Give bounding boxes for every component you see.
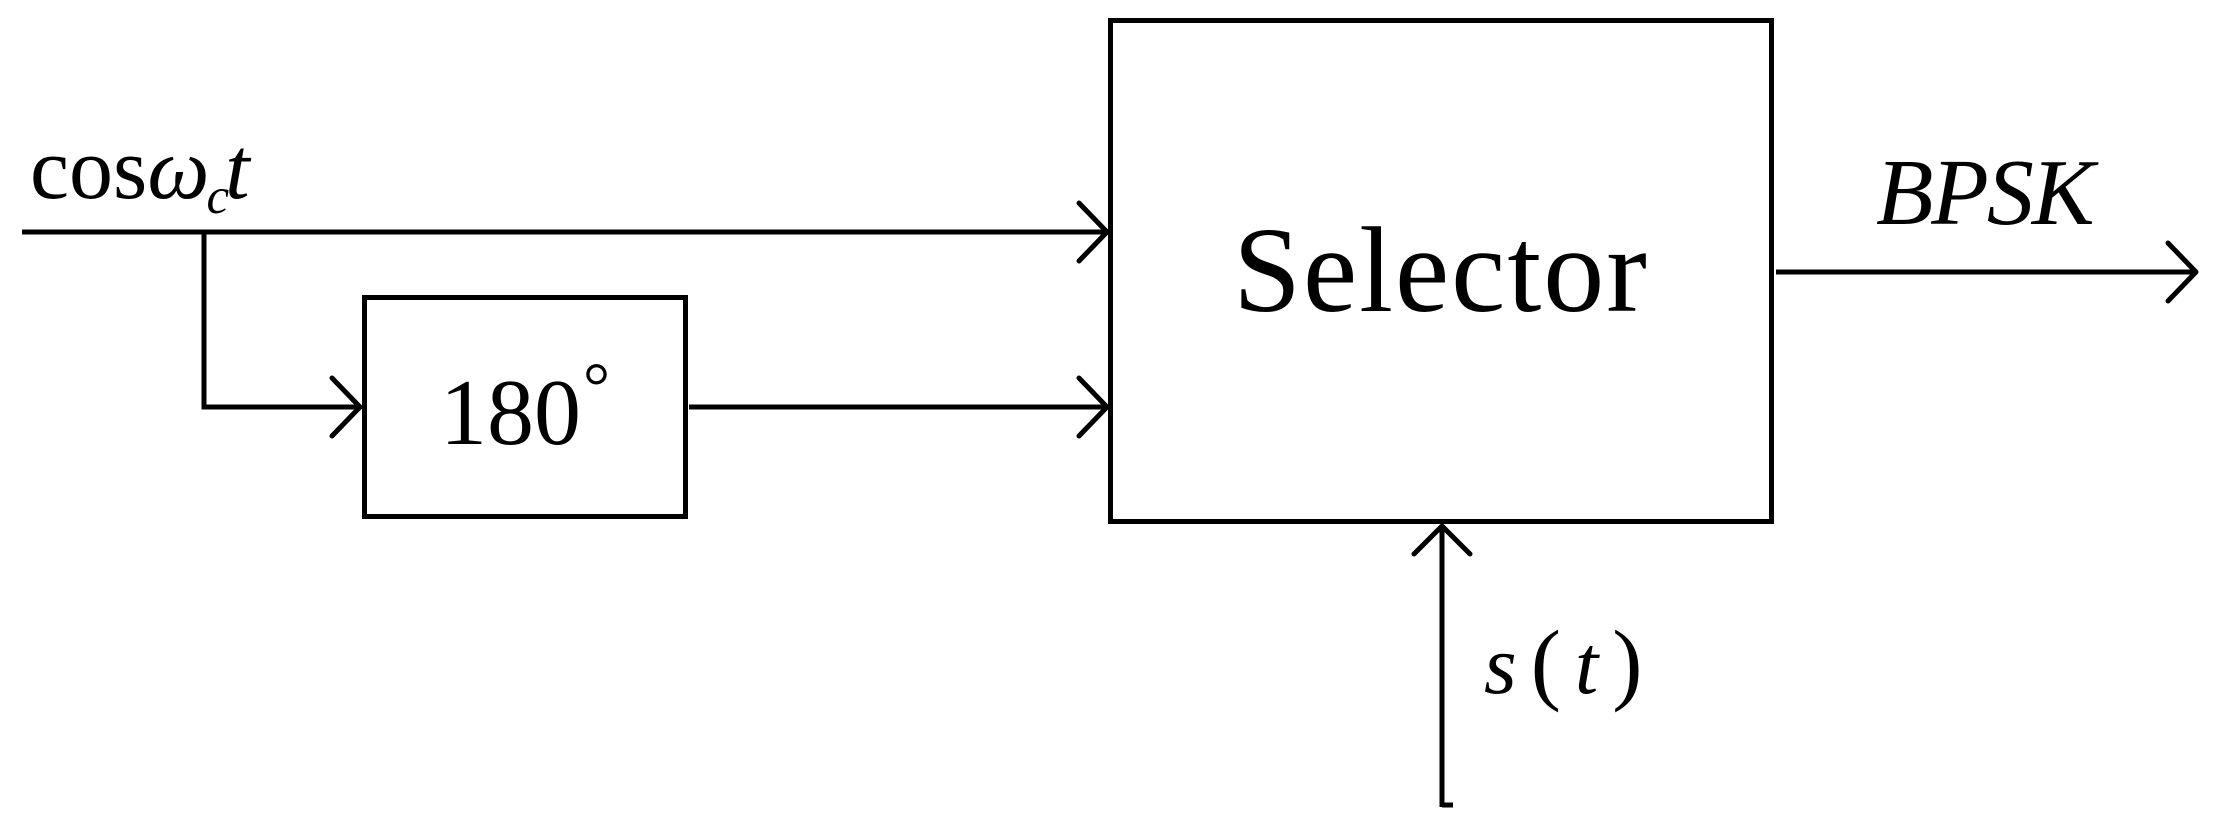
branch-line [201, 232, 358, 410]
carrier-signal-label: cosωct [30, 126, 250, 223]
carrier-variable-text: t [225, 121, 250, 218]
phase-shifter-block: 180° [362, 295, 688, 519]
control-t-text: t [1574, 619, 1599, 712]
output-signal-label: BPSK [1876, 141, 2095, 245]
carrier-arrowhead-icon [1076, 200, 1110, 264]
control-s-text: s [1484, 619, 1517, 712]
carrier-subscript-text: c [206, 169, 230, 226]
output-arrowhead-icon [2165, 240, 2199, 304]
control-arrowhead-icon [1411, 523, 1473, 557]
selector-label: Selector [1233, 203, 1649, 338]
carrier-cos-text: cos [30, 121, 148, 218]
selector-block: Selector [1108, 18, 1774, 524]
phase-input-arrowhead-icon [329, 375, 363, 439]
carrier-omega-text: ω [147, 121, 210, 218]
degree-symbol: ° [582, 349, 611, 425]
control-close-paren: ) [1612, 612, 1643, 713]
control-signal-label: s(t) [1484, 617, 1642, 712]
phase-shifter-label: 180° [439, 349, 611, 466]
selector-input-arrowhead-icon [1076, 375, 1110, 439]
control-open-paren: ( [1530, 612, 1561, 713]
